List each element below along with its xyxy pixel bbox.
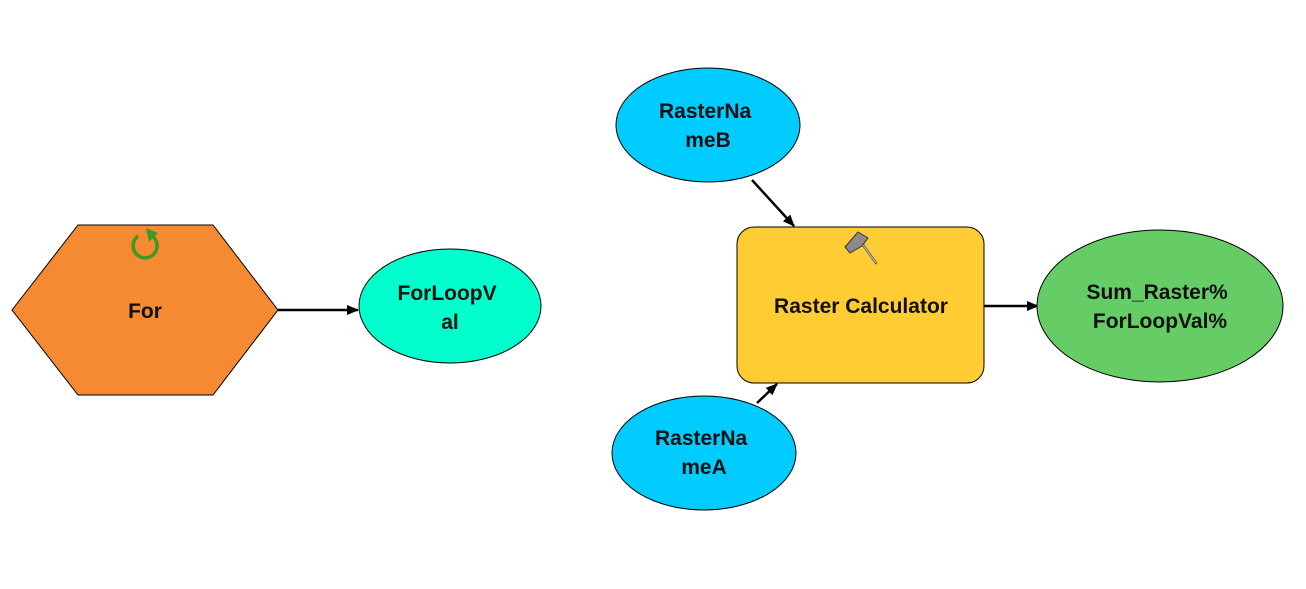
raster-calculator-label: Raster Calculator (774, 295, 948, 318)
connector-rasternameb-to-raster-calculator[interactable] (751, 179, 795, 227)
sum-raster-ellipse (1036, 229, 1284, 383)
for-iterator-node[interactable]: For (11, 224, 279, 396)
forloopval-ellipse (358, 248, 542, 364)
rasternamea-label-line-2: meA (681, 456, 727, 479)
forloopval-label: ForLoopV al (398, 282, 503, 334)
forloopval-label-line-2: al (441, 311, 459, 334)
connectors (278, 179, 1039, 404)
rasternameb-label-line-1: RasterNa (659, 100, 752, 123)
for-label: For (128, 300, 162, 323)
rasternameb-label: RasterNa meB (659, 100, 757, 152)
sum-raster-label-line-1: Sum_Raster% (1086, 281, 1228, 304)
rasternamea-ellipse (611, 395, 797, 511)
rasternamea-node[interactable]: RasterNa meA (611, 395, 797, 511)
forloopval-node[interactable]: ForLoopV al (358, 248, 542, 364)
rasternamea-label: RasterNa meA (655, 427, 753, 479)
rasternamea-label-line-1: RasterNa (655, 427, 748, 450)
iterate-icon (131, 228, 159, 260)
for-label-line-1: For (128, 300, 162, 323)
sum-raster-label: Sum_Raster% ForLoopVal% (1086, 281, 1233, 333)
connector-rasternamea-to-raster-calculator[interactable] (756, 383, 778, 404)
raster-calculator-node[interactable]: Raster Calculator (736, 226, 985, 384)
rasternameb-node[interactable]: RasterNa meB (615, 67, 801, 183)
sum-raster-node[interactable]: Sum_Raster% ForLoopVal% (1036, 229, 1284, 383)
hammer-icon (844, 231, 878, 265)
raster-calculator-box (736, 226, 985, 384)
rasternameb-label-line-2: meB (685, 129, 731, 152)
for-hexagon (11, 224, 279, 396)
sum-raster-label-line-2: ForLoopVal% (1093, 310, 1228, 333)
raster-calculator-label-line-1: Raster Calculator (774, 295, 948, 318)
forloopval-label-line-1: ForLoopV (398, 282, 497, 305)
rasternameb-ellipse (615, 67, 801, 183)
